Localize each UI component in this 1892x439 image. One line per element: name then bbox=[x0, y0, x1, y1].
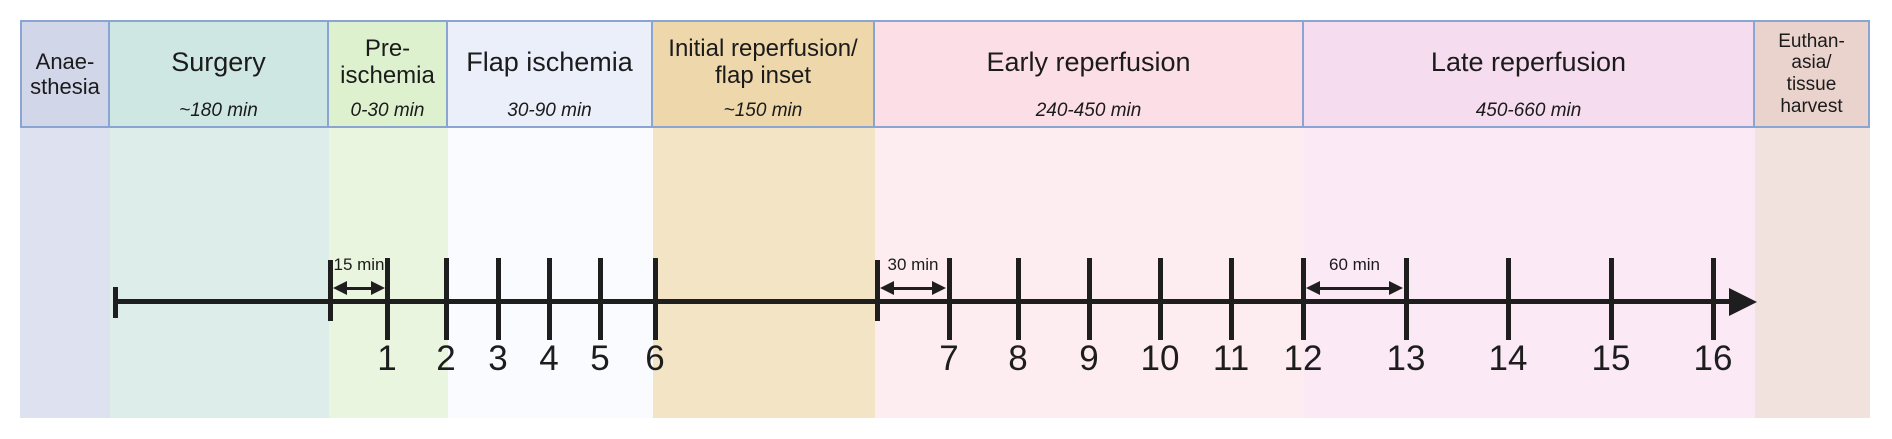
timepoint-number: 7 bbox=[939, 339, 959, 378]
phase-header-late-reperfusion: Late reperfusion 450-660 min bbox=[1302, 20, 1755, 128]
phase-title-line: flap inset bbox=[714, 62, 812, 89]
phase-title: Late reperfusion bbox=[1431, 47, 1626, 102]
timepoint-number: 9 bbox=[1079, 339, 1099, 378]
phase-band-initial-reperfusion-flap-inset bbox=[653, 128, 875, 418]
interval-start-tick bbox=[328, 260, 333, 321]
phase-header-early-reperfusion: Early reperfusion 240-450 min bbox=[873, 20, 1304, 128]
timepoint-tick bbox=[496, 258, 501, 340]
phase-title: Surgery bbox=[171, 47, 266, 102]
phase-duration-label: 240-450 min bbox=[1035, 100, 1142, 121]
timepoint-tick bbox=[1016, 258, 1021, 340]
timepoint-number: 12 bbox=[1283, 339, 1323, 378]
timepoint-tick bbox=[598, 258, 603, 340]
timepoint-number: 1 bbox=[377, 339, 397, 378]
phase-title-line: Early reperfusion bbox=[986, 46, 1191, 77]
timepoint-number: 8 bbox=[1008, 339, 1028, 378]
timepoint-number: 13 bbox=[1386, 339, 1426, 378]
phase-title-line: tissue bbox=[1786, 74, 1837, 95]
phase-title-line: Anae- bbox=[35, 48, 95, 74]
arrow-left-icon bbox=[333, 281, 347, 295]
timepoint-tick bbox=[1404, 258, 1409, 340]
timepoint-tick bbox=[547, 258, 552, 340]
phase-title-line: Surgery bbox=[171, 46, 266, 77]
phase-title-line: harvest bbox=[1780, 95, 1843, 117]
interval-duration-label: 15 min bbox=[333, 255, 385, 274]
timepoint-tick bbox=[1609, 258, 1614, 340]
phase-title: Pre-ischemia bbox=[340, 35, 435, 114]
phase-duration-label: ~150 min bbox=[723, 100, 803, 121]
interval-duration-label: 30 min bbox=[887, 255, 939, 274]
timepoint-tick bbox=[653, 258, 658, 340]
timepoint-number: 4 bbox=[539, 339, 559, 378]
arrow-right-icon bbox=[1389, 281, 1403, 295]
timepoint-tick bbox=[1087, 258, 1092, 340]
phase-title: Flap ischemia bbox=[466, 47, 633, 102]
phase-title: Anae-sthesia bbox=[30, 49, 100, 99]
interval-arrow-line bbox=[343, 287, 375, 290]
arrow-right-icon bbox=[932, 281, 946, 295]
arrow-right-icon bbox=[371, 281, 385, 295]
interval-arrow-line bbox=[890, 287, 936, 290]
timepoint-tick bbox=[1711, 258, 1716, 340]
phase-header-initial-reperfusion-flap-inset: Initial reperfusion/flap inset~150 min bbox=[651, 20, 875, 128]
phase-duration-label: 30-90 min bbox=[507, 100, 592, 121]
timepoint-tick bbox=[385, 258, 390, 340]
timepoint-tick bbox=[1229, 258, 1234, 340]
phase-title-line: sthesia bbox=[30, 74, 100, 99]
phase-band-euthanasia-tissue-harvest bbox=[1755, 128, 1870, 418]
timepoint-tick bbox=[444, 258, 449, 340]
interval-arrow-line bbox=[1316, 287, 1393, 290]
timeline-axis-line bbox=[115, 299, 1731, 304]
timepoint-tick bbox=[1506, 258, 1511, 340]
timepoint-tick bbox=[1301, 258, 1306, 340]
phase-title: Initial reperfusion/flap inset bbox=[668, 35, 857, 114]
phase-duration-label: 450-660 min bbox=[1475, 100, 1582, 121]
timepoint-number: 14 bbox=[1488, 339, 1528, 378]
axis-start-tick bbox=[113, 287, 118, 318]
timepoint-number: 10 bbox=[1140, 339, 1180, 378]
phase-header-flap-ischemia: Flap ischemia 30-90 min bbox=[446, 20, 653, 128]
timepoint-number: 6 bbox=[645, 339, 665, 378]
phase-title-line: Pre- bbox=[364, 34, 411, 62]
phase-title-line: Initial reperfusion/ bbox=[668, 34, 858, 62]
phase-header-anaesthesia: Anae-sthesia bbox=[20, 20, 110, 128]
phase-title-line: Euthan- bbox=[1778, 30, 1845, 52]
interval-duration-label: 60 min bbox=[1328, 255, 1381, 274]
timepoint-number: 5 bbox=[590, 339, 610, 378]
phase-title: Early reperfusion bbox=[986, 47, 1190, 102]
arrow-left-icon bbox=[880, 281, 894, 295]
arrow-left-icon bbox=[1306, 281, 1320, 295]
phase-band-surgery bbox=[110, 128, 329, 418]
timepoint-number: 2 bbox=[436, 339, 456, 378]
interval-start-tick bbox=[875, 260, 880, 321]
timepoint-number: 11 bbox=[1212, 339, 1250, 378]
phase-band-anaesthesia bbox=[20, 128, 110, 418]
phase-band-late-reperfusion bbox=[1304, 128, 1755, 418]
axis-arrowhead-icon bbox=[1729, 288, 1757, 316]
phase-title-line: Late reperfusion bbox=[1430, 46, 1627, 77]
timepoint-tick bbox=[947, 258, 952, 340]
phase-title-line: Flap ischemia bbox=[466, 46, 633, 77]
phase-title-line: asia/ bbox=[1791, 52, 1832, 74]
phase-title-line: ischemia bbox=[340, 62, 435, 89]
phase-duration-label: 0-30 min bbox=[350, 100, 425, 121]
timepoint-number: 16 bbox=[1693, 339, 1733, 378]
phase-duration-label: ~180 min bbox=[179, 100, 258, 121]
timepoint-number: 15 bbox=[1591, 339, 1631, 378]
timepoint-tick bbox=[1158, 258, 1163, 340]
timepoint-number: 3 bbox=[488, 339, 508, 378]
